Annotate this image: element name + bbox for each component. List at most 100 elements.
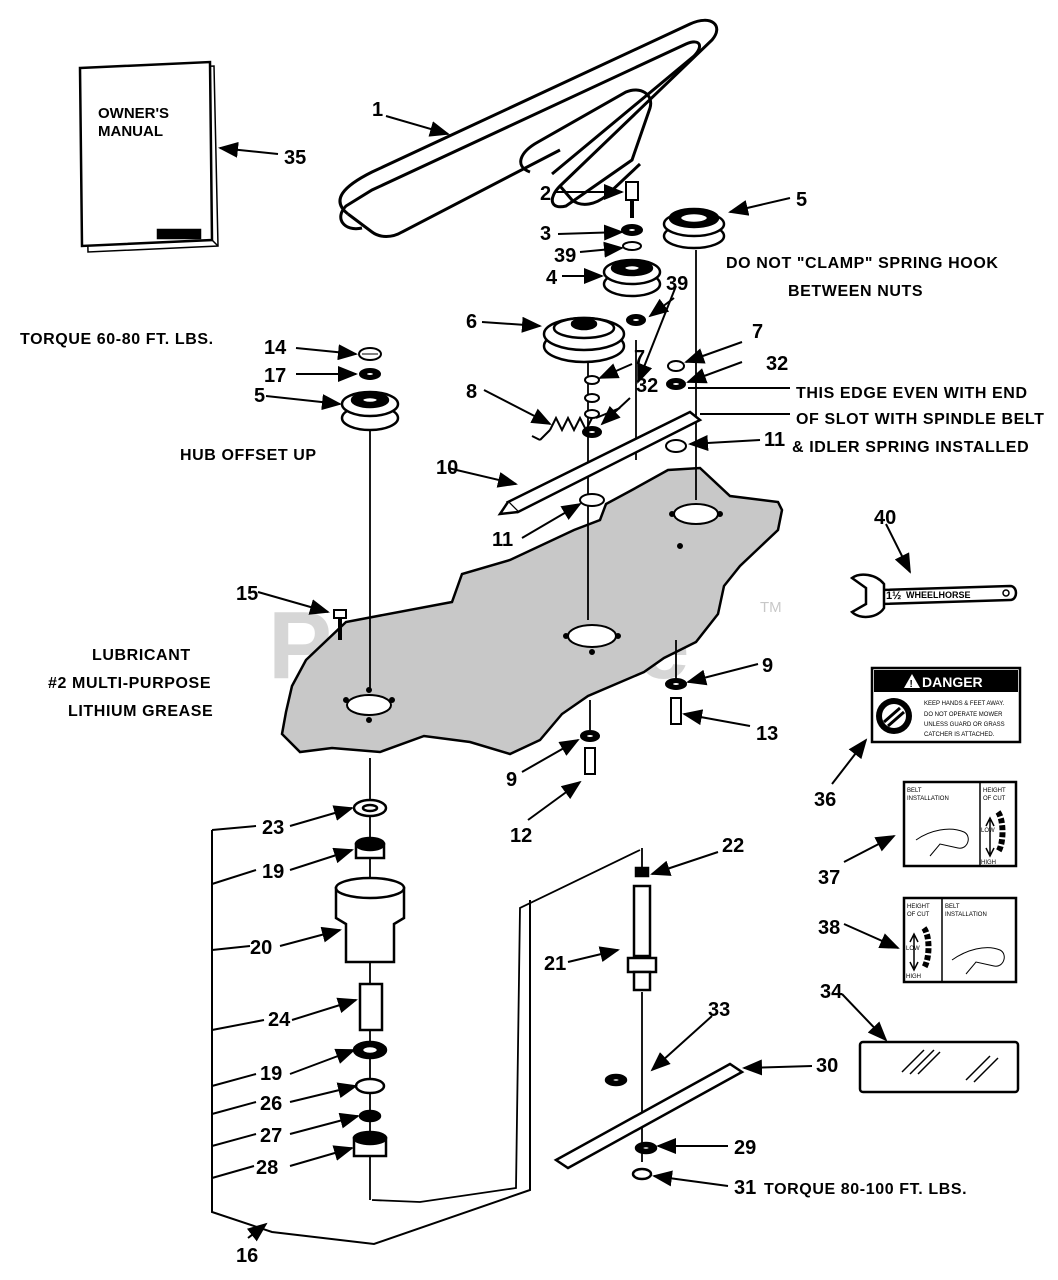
belt-b-low: LOW xyxy=(906,946,920,952)
callout-36: 36 xyxy=(814,789,836,811)
pulley-5-left xyxy=(340,390,400,432)
idler-spring xyxy=(531,407,621,441)
pulley-6 xyxy=(542,316,626,364)
callout-7-center: 7 xyxy=(634,347,645,369)
callout-3: 3 xyxy=(540,223,551,245)
callout-1: 1 xyxy=(372,99,383,121)
wrench-size: 1½ xyxy=(886,590,901,602)
mower-deck xyxy=(280,466,784,756)
wrench-brand: WHEELHORSE xyxy=(906,590,971,600)
callout-7-right: 7 xyxy=(752,321,763,343)
owners-manual xyxy=(78,60,219,253)
callout-21: 21 xyxy=(544,953,566,975)
danger-line-3: UNLESS GUARD OR GRASS xyxy=(924,722,1005,728)
drive-belt xyxy=(338,18,719,238)
note-spring-hook-2: BETWEEN NUTS xyxy=(788,283,923,300)
deck-holes xyxy=(343,503,723,723)
belt-b-hoc-2: OF CUT xyxy=(907,912,930,918)
danger-decal: ! xyxy=(870,666,1022,744)
bracket-ticks xyxy=(211,825,265,1179)
note-hub-offset: HUB OFFSET UP xyxy=(180,447,317,464)
callout-19-top: 19 xyxy=(262,861,284,883)
window-glass xyxy=(858,1040,1020,1094)
callout-17: 17 xyxy=(264,365,286,387)
callout-28: 28 xyxy=(256,1157,278,1179)
callout-2: 2 xyxy=(540,183,551,205)
callout-14: 14 xyxy=(264,337,287,359)
belt-b-high: HIGH xyxy=(906,974,921,980)
belt-b-title-1: BELT xyxy=(945,904,960,910)
belt-b-hoc-1: HEIGHT xyxy=(907,904,930,910)
callout-32-right: 32 xyxy=(766,353,788,375)
callout-33: 33 xyxy=(708,999,730,1021)
note-torque-top: TORQUE 60-80 FT. LBS. xyxy=(20,331,214,348)
spindle-assembly xyxy=(334,798,406,1158)
note-lube-1: LUBRICANT xyxy=(92,647,191,664)
danger-header: DANGER xyxy=(922,674,983,690)
note-edge-2: OF SLOT WITH SPINDLE BELT xyxy=(796,411,1044,428)
callout-30: 30 xyxy=(816,1055,838,1077)
callout-16: 16 xyxy=(236,1245,258,1267)
callout-9-right: 9 xyxy=(762,655,773,677)
callout-15: 15 xyxy=(236,583,258,605)
callout-24: 24 xyxy=(268,1009,291,1031)
callout-37: 37 xyxy=(818,867,840,889)
callout-11-right: 11 xyxy=(764,429,785,451)
danger-line-1: KEEP HANDS & FEET AWAY. xyxy=(924,701,1004,707)
callout-39-a: 39 xyxy=(554,245,576,267)
danger-line-4: CATCHER IS ATTACHED. xyxy=(924,732,995,738)
mower-blade xyxy=(553,1062,745,1181)
callout-40: 40 xyxy=(874,507,896,529)
callout-6: 6 xyxy=(466,311,477,333)
manual-title-1: OWNER'S xyxy=(98,105,169,122)
pulley-4 xyxy=(602,258,662,298)
callout-22: 22 xyxy=(722,835,744,857)
belt-a-hoc-1: HEIGHT xyxy=(983,788,1006,794)
wrench xyxy=(849,573,1018,619)
note-lube-3: LITHIUM GREASE xyxy=(68,703,213,720)
danger-line-2: DO NOT OPERATE MOWER xyxy=(924,712,1003,718)
belt-a-hoc-2: OF CUT xyxy=(983,796,1006,802)
note-spring-hook-1: DO NOT "CLAMP" SPRING HOOK xyxy=(726,255,999,272)
callout-32-center: 32 xyxy=(636,375,658,397)
belt-b-title-2: INSTALLATION xyxy=(945,912,987,918)
callout-5-left: 5 xyxy=(254,385,265,407)
callout-12: 12 xyxy=(510,825,532,847)
hardware xyxy=(333,181,687,775)
spindle-shaft xyxy=(626,866,658,992)
watermark-trademark: TM xyxy=(760,599,782,616)
callout-13: 13 xyxy=(756,723,778,745)
note-lube-2: #2 MULTI-PURPOSE xyxy=(48,675,211,692)
belt-decal-a xyxy=(902,780,1018,868)
callout-5-top: 5 xyxy=(796,189,807,211)
note-edge-3: & IDLER SPRING INSTALLED xyxy=(792,439,1029,456)
callout-19-bottom: 19 xyxy=(260,1063,282,1085)
callout-9-center: 9 xyxy=(506,769,517,791)
note-lines xyxy=(688,387,790,415)
callout-27: 27 xyxy=(260,1125,282,1147)
callout-34: 34 xyxy=(820,981,843,1003)
callout-35: 35 xyxy=(284,147,306,169)
callout-10: 10 xyxy=(436,457,458,479)
belt-a-low: LOW xyxy=(981,828,995,834)
belt-a-title-1: BELT xyxy=(907,788,922,794)
belt-decal-b xyxy=(902,896,1018,984)
callout-39-b: 39 xyxy=(666,273,688,295)
belt-a-title-2: INSTALLATION xyxy=(907,796,949,802)
callout-11-left: 11 xyxy=(492,529,513,551)
callout-8: 8 xyxy=(466,381,477,403)
note-torque-bottom: TORQUE 80-100 FT. LBS. xyxy=(764,1181,967,1198)
pulley-5-top xyxy=(662,207,726,250)
callout-29: 29 xyxy=(734,1137,756,1159)
manual-title-2: MANUAL xyxy=(98,123,163,140)
leader-lines xyxy=(218,115,911,1242)
callout-38: 38 xyxy=(818,917,840,939)
svg-text:!: ! xyxy=(910,679,913,690)
callout-26: 26 xyxy=(260,1093,282,1115)
callout-23: 23 xyxy=(262,817,284,839)
callout-4: 4 xyxy=(546,267,558,289)
idler-arm xyxy=(497,410,703,516)
callout-20: 20 xyxy=(250,937,272,959)
callout-31: 31 xyxy=(734,1177,756,1199)
